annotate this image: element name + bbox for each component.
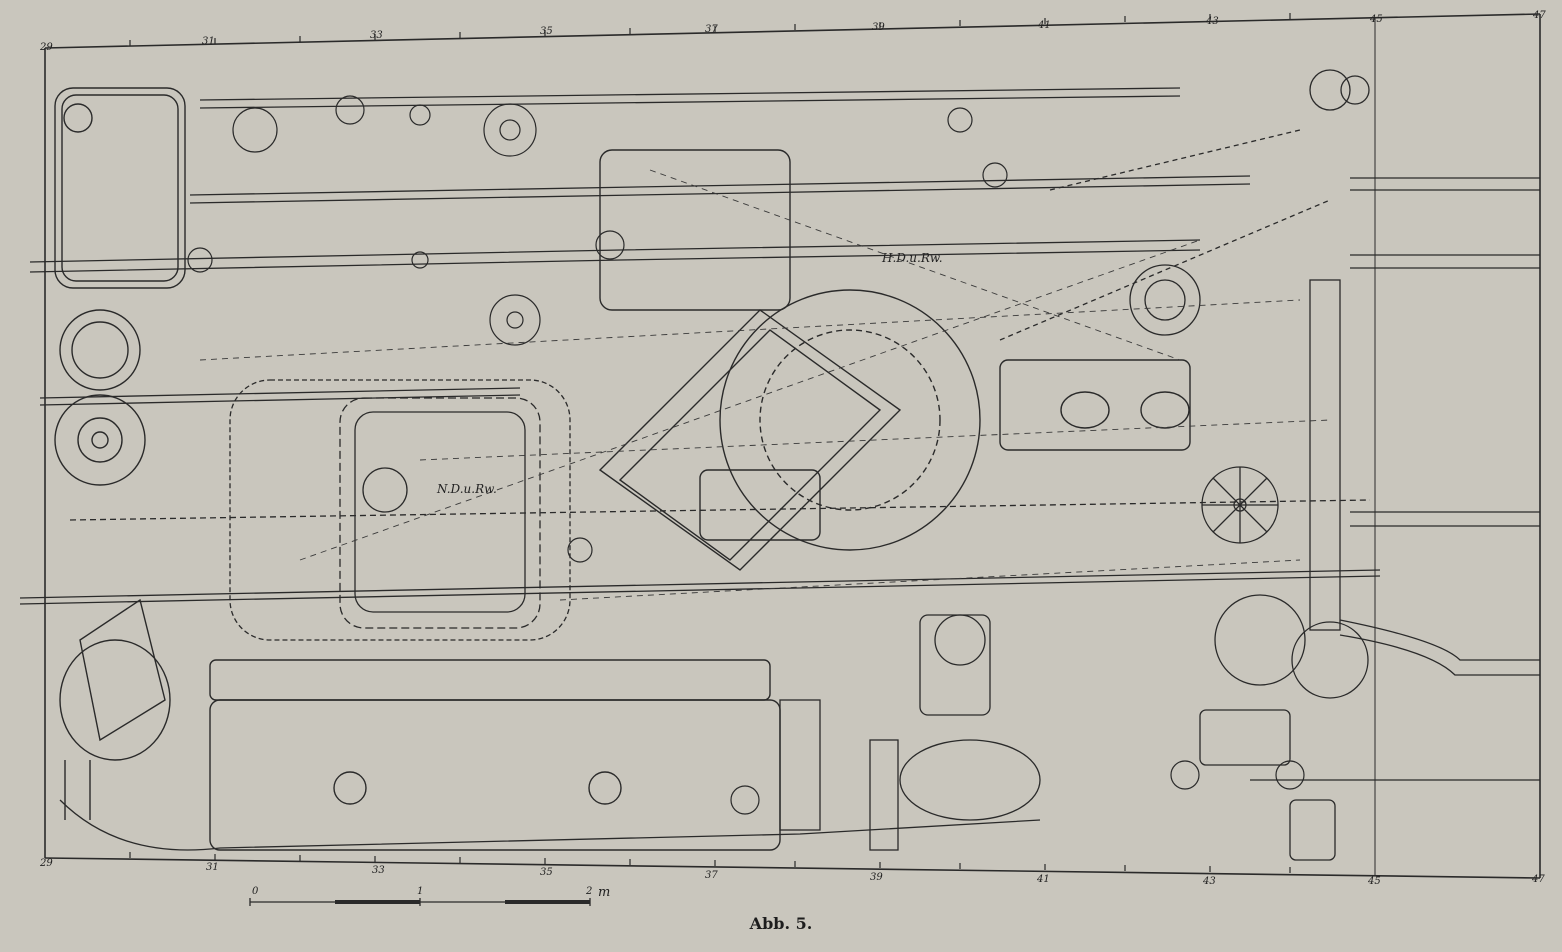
- frame-number: 35: [540, 26, 553, 37]
- scale-bar: 0 1 2 m: [249, 885, 610, 906]
- frame-number: 47: [1532, 10, 1546, 21]
- hull-outline: [44, 13, 1541, 879]
- frame-number: 31: [202, 36, 215, 47]
- nd-label: N.D.u.Rw.: [436, 482, 497, 496]
- scale-tick: 1: [417, 886, 423, 897]
- frame-numbers-bottom: 29 31 33 35 37 39 41 43 45 47: [39, 858, 1545, 887]
- frame-number: 31: [206, 862, 219, 873]
- frame-number: 45: [1367, 876, 1381, 887]
- frame-number: 43: [1205, 16, 1219, 27]
- pipe-runs: [19, 87, 1540, 851]
- frame-number: 47: [1531, 874, 1545, 885]
- scale-tick: 2: [585, 886, 592, 897]
- frame-number: 35: [540, 867, 553, 878]
- frame-number: 39: [872, 22, 885, 33]
- frame-number: 37: [705, 24, 718, 35]
- frame-number: 29: [39, 42, 53, 53]
- left-equipment: [54, 87, 186, 820]
- scale-tick: 0: [252, 886, 259, 897]
- frame-number: 33: [370, 30, 383, 41]
- scale-unit: m: [598, 885, 610, 900]
- frame-ticks: [129, 13, 1291, 873]
- figure-caption: Abb. 5.: [749, 914, 813, 933]
- nd-cylinder: [229, 379, 571, 641]
- frame-number: 29: [39, 858, 53, 869]
- frame-number: 33: [372, 865, 385, 876]
- valves: [187, 95, 1305, 815]
- right-machinery: [779, 69, 1370, 861]
- frame-number: 37: [705, 870, 718, 881]
- frame-number: 43: [1202, 876, 1216, 887]
- hd-label: H.D.u.Rw.: [881, 251, 943, 265]
- frame-number: 45: [1369, 14, 1383, 25]
- frame-number: 41: [1037, 20, 1051, 31]
- frame-numbers-top: 29 31 33 35 37 39 41 43 45 47: [39, 10, 1546, 53]
- frame-number: 41: [1036, 874, 1050, 885]
- construction-lines: [199, 169, 1331, 601]
- frame-number: 39: [870, 872, 883, 883]
